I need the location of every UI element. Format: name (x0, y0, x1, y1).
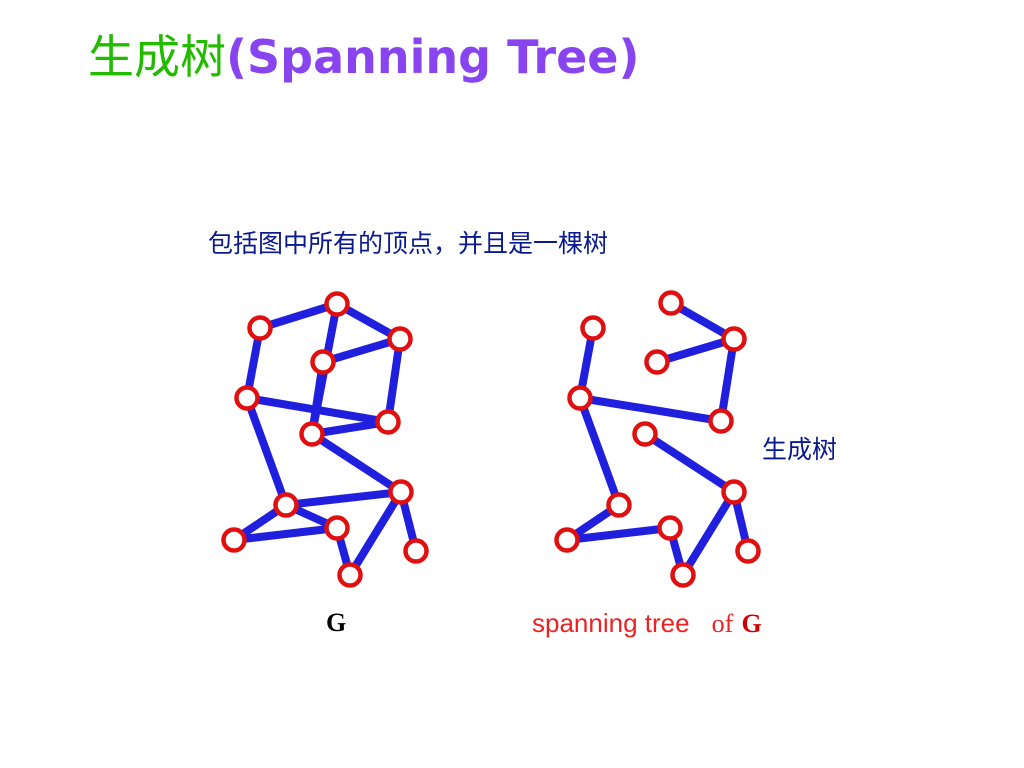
graph-node (221, 527, 247, 553)
graph-edge (243, 394, 290, 509)
graph-edge (576, 394, 725, 425)
graph-node (632, 421, 658, 447)
graph-edge (563, 524, 674, 544)
graph-edge (576, 394, 623, 509)
caption-spanning-tree: spanning tree of G (532, 608, 762, 639)
graph-node (606, 492, 632, 518)
graph-node (567, 385, 593, 411)
spanning-tree (554, 290, 761, 588)
graph-edge (243, 394, 392, 426)
graph-edge (319, 335, 404, 366)
graph-node (670, 562, 696, 588)
graph-edge (308, 430, 405, 496)
caption-of: of (711, 609, 734, 638)
caption-spanning-tree-text: spanning tree (532, 608, 690, 638)
graph-edge (256, 300, 341, 332)
graph-edge (717, 335, 738, 425)
graph-node (247, 315, 273, 341)
graph-edge (346, 488, 405, 579)
graph-edge (641, 430, 738, 496)
graph-edge (679, 488, 738, 579)
graph-node (580, 315, 606, 341)
graph-node (708, 408, 734, 434)
graph-node (299, 421, 325, 447)
graph-node (324, 291, 350, 317)
graph-node (403, 538, 429, 564)
graph-node (644, 349, 670, 375)
graph-edge (282, 488, 405, 509)
slide-title: 生成树(Spanning Tree) (88, 30, 640, 85)
title-english: (Spanning Tree) (226, 30, 640, 84)
graph-node (721, 479, 747, 505)
graph-g (221, 291, 429, 588)
graph-node (234, 385, 260, 411)
title-chinese: 生成树 (88, 30, 226, 84)
graph-edge (653, 335, 738, 366)
spanning-tree-side-label: 生成树 (762, 435, 838, 464)
caption-graph-g: G (326, 608, 347, 637)
graph-node (375, 409, 401, 435)
graph-edge (384, 335, 404, 426)
graph-node (310, 349, 336, 375)
graph-edge (308, 418, 392, 438)
subtitle: 包括图中所有的顶点，并且是一棵树 (208, 229, 609, 258)
caption-of-g: G (741, 609, 762, 638)
graph-edge (230, 524, 341, 544)
graph-node (657, 515, 683, 541)
graph-node (388, 479, 414, 505)
graph-node (658, 290, 684, 316)
graph-node (273, 492, 299, 518)
graph-node (721, 326, 747, 352)
graph-node (554, 527, 580, 553)
graph-node (337, 562, 363, 588)
graph-node (387, 326, 413, 352)
graph-node (324, 515, 350, 541)
graph-node (735, 538, 761, 564)
